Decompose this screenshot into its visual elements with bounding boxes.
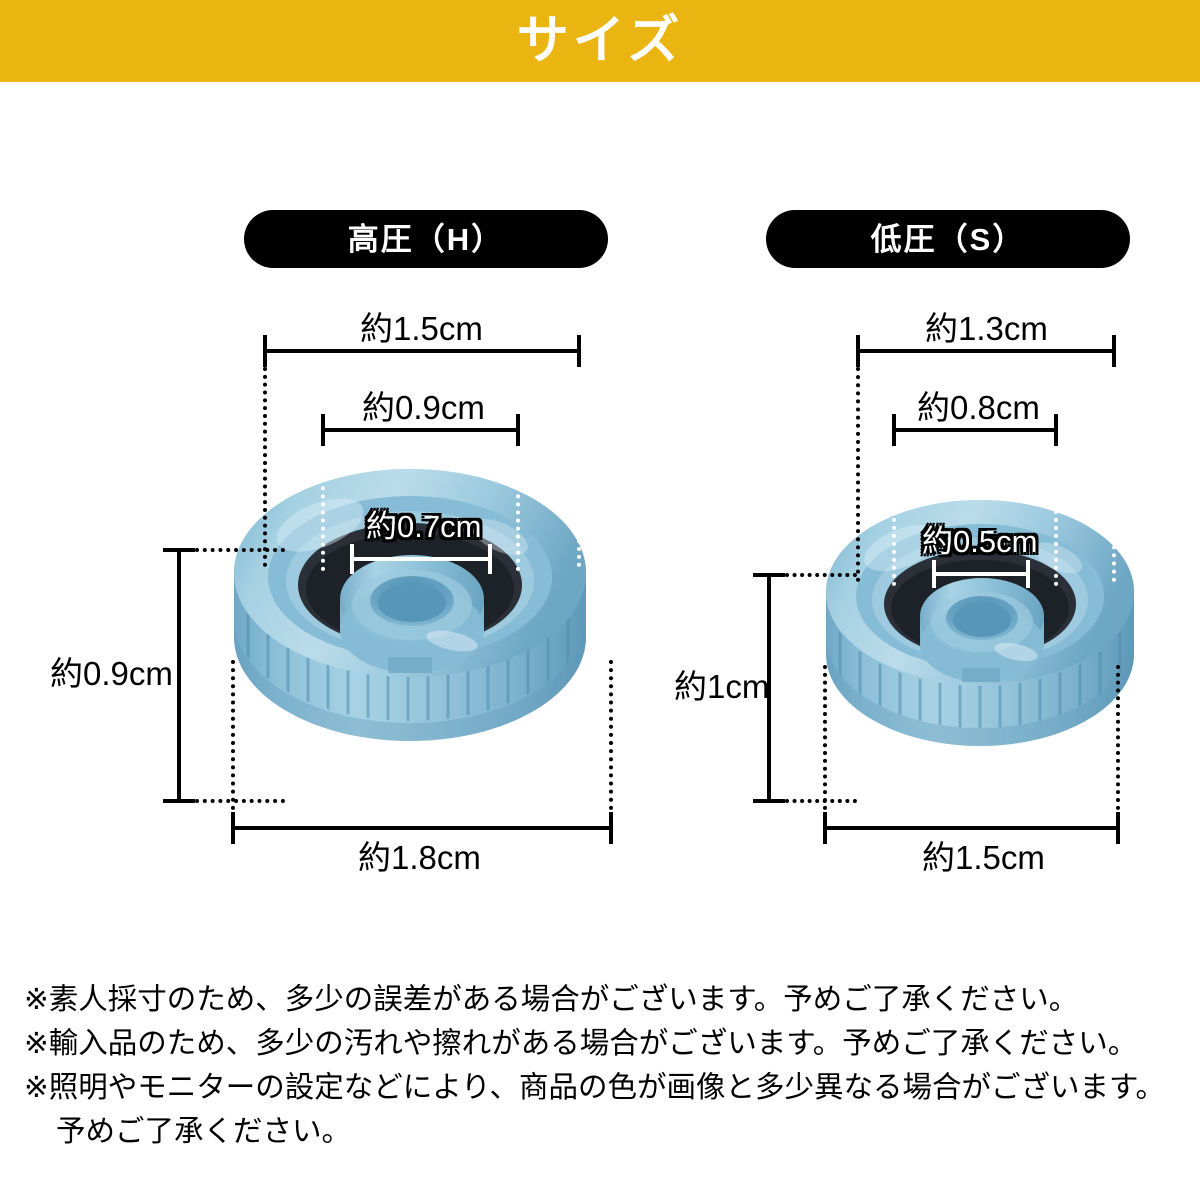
dim-cap-left-height-bottom [163, 799, 195, 803]
dim-label-right-bottom: 約1.5cm [922, 839, 1045, 876]
header-banner: サイズ [0, 0, 1200, 82]
dim-line-right-bore [932, 572, 1030, 576]
dim-cap-right-height-bottom [753, 799, 785, 803]
dim-label-right-height: 約1cm [674, 668, 770, 705]
dim-cap-right-bore-start [932, 560, 936, 588]
badge-high-pressure-label: 高圧（H） [347, 221, 505, 257]
product-photo-low-pressure [826, 500, 1134, 746]
dim-ext-right-height-top [785, 573, 857, 577]
dim-line-right-top-outer [856, 349, 1116, 353]
note-line-4: 予めご了承ください。 [56, 1115, 352, 1148]
dim-ext-right-top-mid-end [1054, 446, 1058, 586]
note-line-2: ※輸入品のため、多少の汚れや擦れがある場合がございます。予めご了承ください。 [24, 1027, 1138, 1060]
dim-line-left-top-outer [263, 349, 581, 353]
page-title: サイズ [516, 11, 684, 71]
disclaimer-notes: ※素人採寸のため、多少の誤差がある場合がございます。予めご了承ください。 ※輸入… [24, 978, 1184, 1154]
dim-cap-right-top-outer-end [1112, 335, 1116, 367]
dim-cap-left-top-outer-start [263, 335, 267, 367]
dim-cap-left-top-mid-start [321, 414, 325, 446]
dim-ext-left-top-mid-end [516, 446, 520, 571]
dim-line-right-bottom [823, 826, 1120, 830]
dim-cap-left-bottom-end [609, 812, 613, 844]
dim-ext-left-top-outer-end [577, 367, 581, 567]
dim-label-left-bore: 約0.7cm [366, 509, 482, 544]
note-line-3: ※照明やモニターの設定などにより、商品の色が画像と多少異なる場合がございます。 [24, 1071, 1165, 1104]
product-photo-high-pressure [234, 469, 586, 741]
dim-ext-left-top-mid-start [321, 446, 325, 571]
dim-cap-right-top-mid-start [892, 414, 896, 446]
dim-cap-right-bottom-end [1116, 812, 1120, 844]
dim-cap-right-top-outer-start [856, 335, 860, 367]
dim-cap-right-bore-end [1026, 560, 1030, 588]
dim-cap-right-top-mid-end [1054, 414, 1058, 446]
dim-ext-left-height-top [195, 548, 285, 552]
dim-ext-right-top-mid-start [892, 446, 896, 586]
dim-line-left-bottom [231, 826, 613, 830]
dim-ext-right-bottom-start [823, 665, 827, 810]
dim-line-right-top-mid [892, 428, 1058, 432]
dim-label-left-top-mid: 約0.9cm [362, 389, 485, 426]
dim-cap-right-bottom-start [823, 812, 827, 844]
dim-cap-left-bore-end [488, 544, 492, 574]
dim-label-right-bore: 約0.5cm [922, 524, 1038, 559]
dim-cap-left-top-mid-end [516, 414, 520, 446]
dim-ext-right-height-bottom [785, 799, 857, 803]
dim-line-left-top-mid [321, 428, 520, 432]
dim-ext-left-top-outer-start [263, 367, 267, 567]
note-line-1: ※素人採寸のため、多少の誤差がある場合がございます。予めご了承ください。 [24, 983, 1079, 1016]
badge-high-pressure: 高圧（H） [244, 210, 608, 268]
dim-line-left-bore [350, 557, 492, 561]
dim-ext-right-top-outer-end [1112, 367, 1116, 582]
dim-label-left-height: 約0.9cm [50, 655, 173, 692]
dim-ext-left-height-bottom [195, 799, 285, 803]
dim-cap-left-height-top [163, 548, 195, 552]
dim-label-left-bottom: 約1.8cm [358, 839, 481, 876]
dim-ext-left-bottom-end [609, 660, 613, 810]
dim-line-left-height [177, 548, 181, 803]
badge-low-pressure-label: 低圧（S） [870, 221, 1026, 257]
dim-cap-right-height-top [753, 573, 785, 577]
dim-cap-left-bottom-start [231, 812, 235, 844]
dim-label-left-top-outer: 約1.5cm [360, 310, 483, 347]
dim-cap-left-top-outer-end [577, 335, 581, 367]
dim-ext-left-bottom-start [231, 660, 235, 810]
dim-ext-right-bottom-end [1116, 665, 1120, 810]
dim-line-right-height [767, 573, 771, 803]
dim-label-right-top-outer: 約1.3cm [925, 310, 1048, 347]
dim-label-right-top-mid: 約0.8cm [917, 389, 1040, 426]
dim-ext-right-top-outer-start [856, 367, 860, 582]
dim-cap-left-bore-start [350, 544, 354, 574]
badge-low-pressure: 低圧（S） [766, 210, 1130, 268]
